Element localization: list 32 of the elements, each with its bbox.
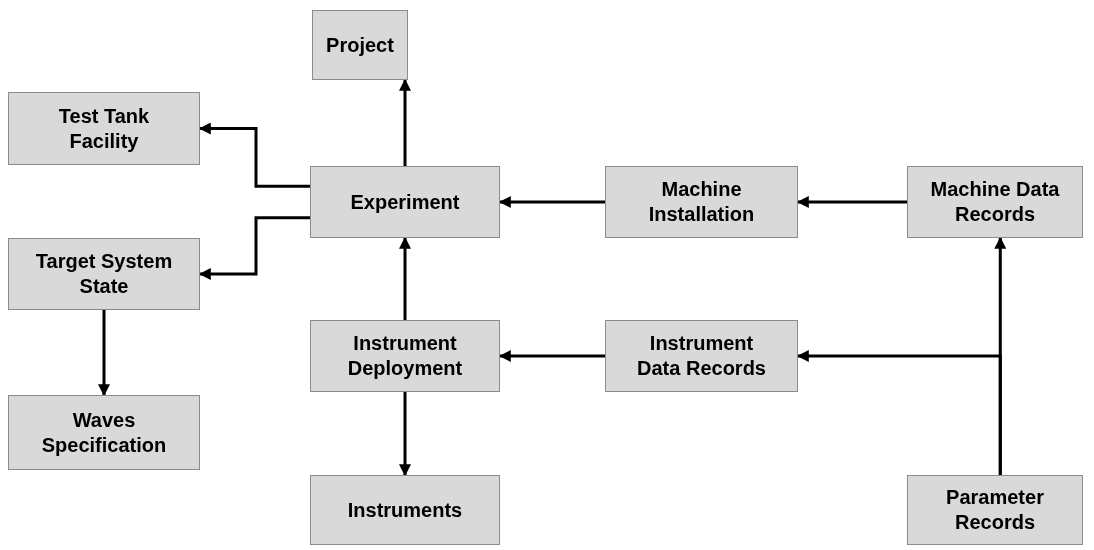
arrow xyxy=(498,350,605,362)
entity-box xyxy=(310,475,500,545)
entity-box xyxy=(312,10,408,80)
arrow xyxy=(98,310,110,397)
entity-box xyxy=(8,238,200,310)
entity-label: Target System State xyxy=(34,249,174,299)
entity-box xyxy=(310,320,500,392)
entity-label: Instruments xyxy=(347,497,463,523)
arrow xyxy=(498,196,605,208)
arrow xyxy=(399,78,411,166)
entity-box xyxy=(605,320,798,392)
entity-box xyxy=(8,92,200,165)
entity-box xyxy=(310,166,500,238)
entity-box xyxy=(605,166,798,238)
arrow xyxy=(399,236,411,320)
entity-box xyxy=(8,395,200,470)
entity-label: Experiment xyxy=(350,189,460,215)
entity-label: Instrument Data Records xyxy=(636,331,767,381)
arrow xyxy=(399,392,411,477)
arrow xyxy=(796,350,1002,475)
entity-label: Project xyxy=(326,32,394,58)
entity-label: Waves Specification xyxy=(40,407,168,458)
entity-box xyxy=(907,475,1083,545)
entity-box xyxy=(907,166,1083,238)
entity-label: Machine Installation xyxy=(647,177,756,227)
arrow xyxy=(796,196,907,208)
entity-label: Instrument Deployment xyxy=(346,331,464,381)
entity-label: Parameter Records xyxy=(945,485,1045,535)
arrow xyxy=(198,216,310,280)
arrow xyxy=(198,122,310,188)
entity-label: Test Tank Facility xyxy=(57,103,151,154)
entity-label: Machine Data Records xyxy=(929,177,1061,227)
